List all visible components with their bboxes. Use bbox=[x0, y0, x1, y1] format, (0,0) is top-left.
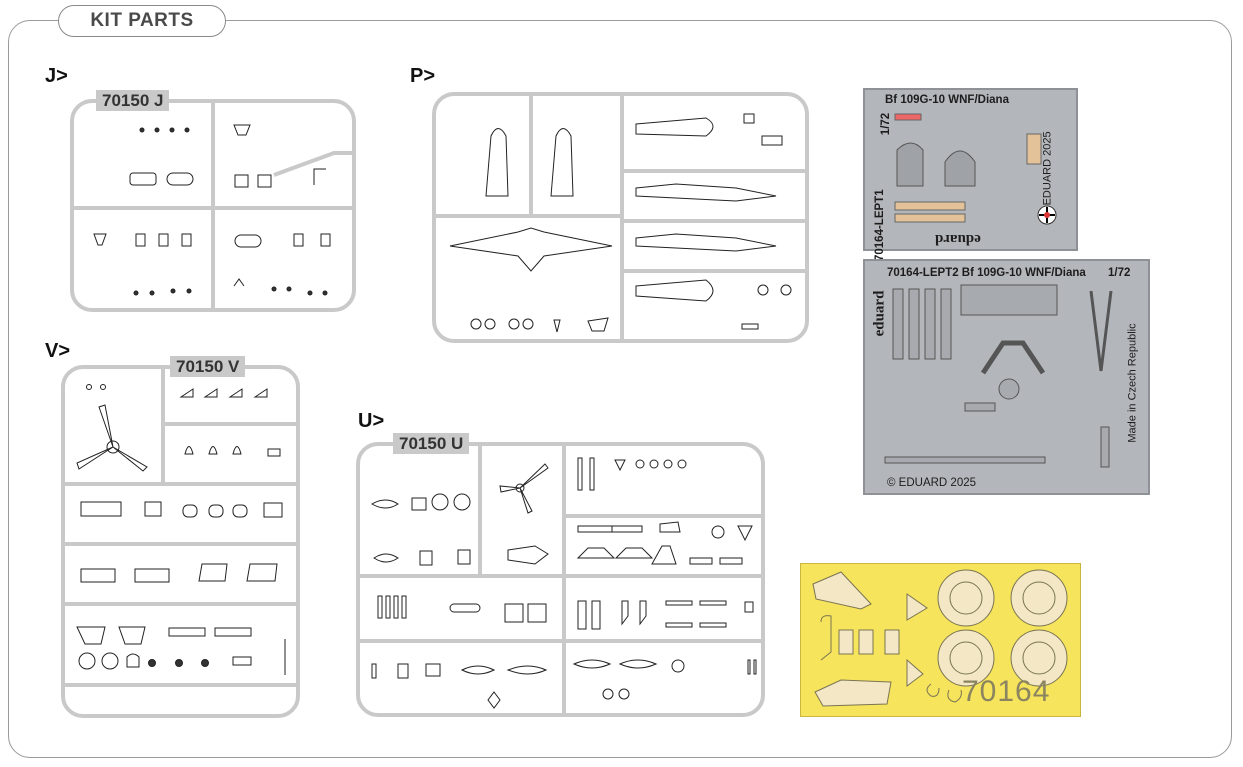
sprue-v-parts bbox=[65, 369, 296, 687]
sprue-u-label: U> bbox=[358, 410, 385, 432]
sprue-u-parts bbox=[360, 446, 761, 713]
mask-sheet bbox=[800, 563, 1081, 717]
sprue-j-code: 70150 J bbox=[96, 90, 170, 111]
fret1-parts bbox=[894, 113, 1057, 225]
sprue-p bbox=[432, 92, 809, 343]
mask-parts bbox=[812, 569, 1068, 707]
sprue-p-parts bbox=[436, 96, 805, 339]
sprue-v-code: 70150 V bbox=[170, 356, 246, 377]
fret2-parts bbox=[884, 284, 1113, 468]
fret1-title: Bf 109G-10 WNF/Diana bbox=[885, 94, 1009, 106]
sprue-p-label: P> bbox=[410, 65, 436, 87]
fret2-scale: 1/72 bbox=[1108, 267, 1131, 279]
fret2-copyright: © EDUARD 2025 bbox=[887, 477, 977, 489]
sprue-u bbox=[356, 442, 765, 717]
photo-etch-fret-1: Bf 109G-10 WNF/Diana 70164-LEPT1 1/72 © … bbox=[863, 88, 1078, 261]
sprue-v bbox=[61, 365, 300, 718]
sprue-j-label: J> bbox=[45, 65, 68, 87]
sprue-j-parts bbox=[74, 103, 352, 308]
photo-etch-fret-2: 70164-LEPT2 Bf 109G-10 WNF/Diana 1/72 ed… bbox=[863, 259, 1150, 495]
sprue-v-label: V> bbox=[45, 340, 71, 362]
mask-number: 70164 bbox=[962, 675, 1051, 708]
fret2-title: 70164-LEPT2 Bf 109G-10 WNF/Diana bbox=[887, 267, 1086, 279]
kit-parts-frame bbox=[8, 20, 1232, 758]
sprue-u-code: 70150 U bbox=[393, 433, 470, 454]
section-title-tab: KIT PARTS bbox=[58, 5, 226, 37]
sprue-j bbox=[70, 99, 356, 312]
